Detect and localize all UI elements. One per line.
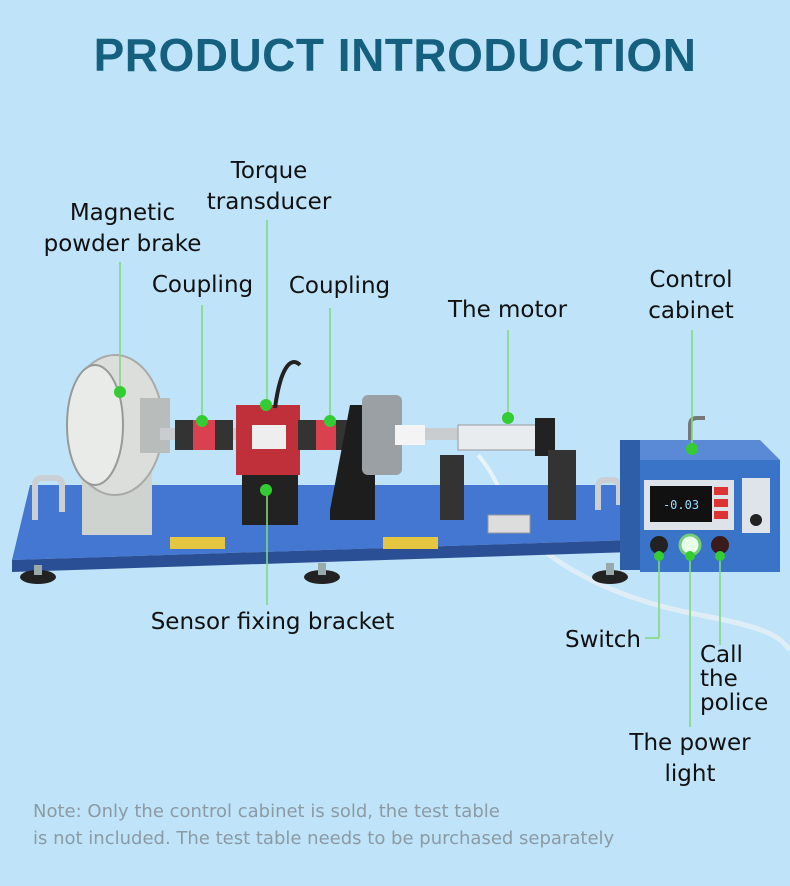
switch-knob[interactable] [650,536,668,554]
marker-transducer [260,399,272,411]
label-magnetic-powder-brake: Magnetic powder brake [43,200,202,257]
marker-coupling-left [196,415,208,427]
control-cabinet: -0.03 [620,416,780,572]
label-sensor-fixing-bracket: Sensor fixing bracket [150,609,395,635]
coupling-right [298,420,350,450]
label-torque-transducer: Torque transducer [206,158,332,215]
motor-assembly [440,418,576,534]
coupling-left [175,420,233,450]
marker-brake [114,386,126,398]
alarm-button[interactable] [711,536,729,554]
torque-transducer [236,360,302,525]
label-coupling-right: Coupling [288,273,391,299]
marker-motor [502,412,514,424]
marker-alarm [715,551,725,561]
marker-switch [654,551,664,561]
label-control-cabinet: Control cabinet [648,267,734,324]
label-the-power-light: The power light [629,730,751,787]
label-switch: Switch [564,627,642,653]
marker-coupling-right [324,415,336,427]
marker-bracket [260,484,272,496]
marker-cabinet [686,443,698,455]
label-the-motor: The motor [447,297,568,323]
page-title: PRODUCT INTRODUCTION [93,29,697,81]
air-tube [518,528,790,652]
marker-power-light [685,551,695,561]
test-table [12,475,632,584]
label-call-the-police: Call the police [700,642,769,716]
label-coupling-left: Coupling [151,272,254,298]
magnetic-powder-brake [66,354,170,535]
bearing-support [330,395,425,520]
callout-lines [119,220,721,727]
display-readout: -0.03 [663,498,699,512]
purchase-note: Note: Only the control cabinet is sold, … [33,801,615,849]
